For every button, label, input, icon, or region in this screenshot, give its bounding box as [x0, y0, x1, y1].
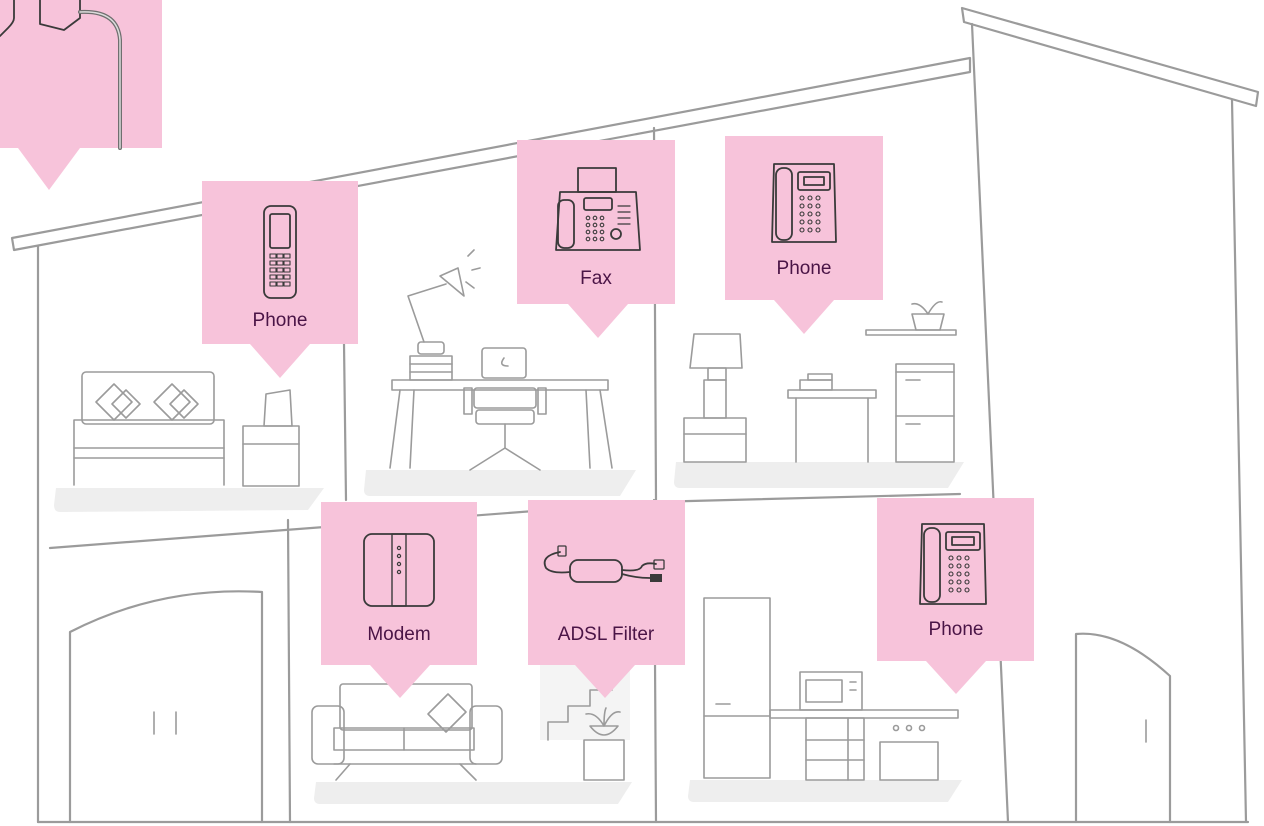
label-fax: Fax	[580, 268, 612, 289]
floor-shadows	[54, 462, 964, 804]
desk-phone-icon	[771, 163, 837, 243]
callout-desk-phone-upstairs	[725, 136, 883, 334]
living-room	[311, 683, 625, 781]
label-desk-phone-upstairs: Phone	[776, 258, 832, 279]
bedroom	[73, 371, 300, 487]
garage	[68, 590, 264, 824]
desk-phone-icon	[919, 523, 987, 605]
fax-machine-icon	[555, 167, 641, 251]
wall-socket-callout	[0, 0, 162, 190]
back-door	[1074, 632, 1172, 824]
house-structure	[10, 6, 1260, 824]
callout-fax	[517, 140, 675, 338]
callout-cordless-phone	[202, 181, 358, 378]
lounge-upstairs	[683, 300, 957, 463]
adsl-filter-icon	[543, 545, 665, 583]
label-modem: Modem	[367, 624, 431, 645]
label-desk-phone-kitchen: Phone	[928, 619, 984, 640]
cordless-phone-icon	[263, 205, 297, 299]
callout-desk-phone-kitchen	[877, 498, 1034, 694]
modem-icon	[363, 533, 435, 607]
callout-modem	[321, 502, 477, 698]
study	[389, 249, 613, 471]
label-cordless-phone: Phone	[252, 310, 308, 331]
kitchen	[703, 597, 959, 781]
label-adsl-filter: ADSL Filter	[557, 624, 655, 645]
